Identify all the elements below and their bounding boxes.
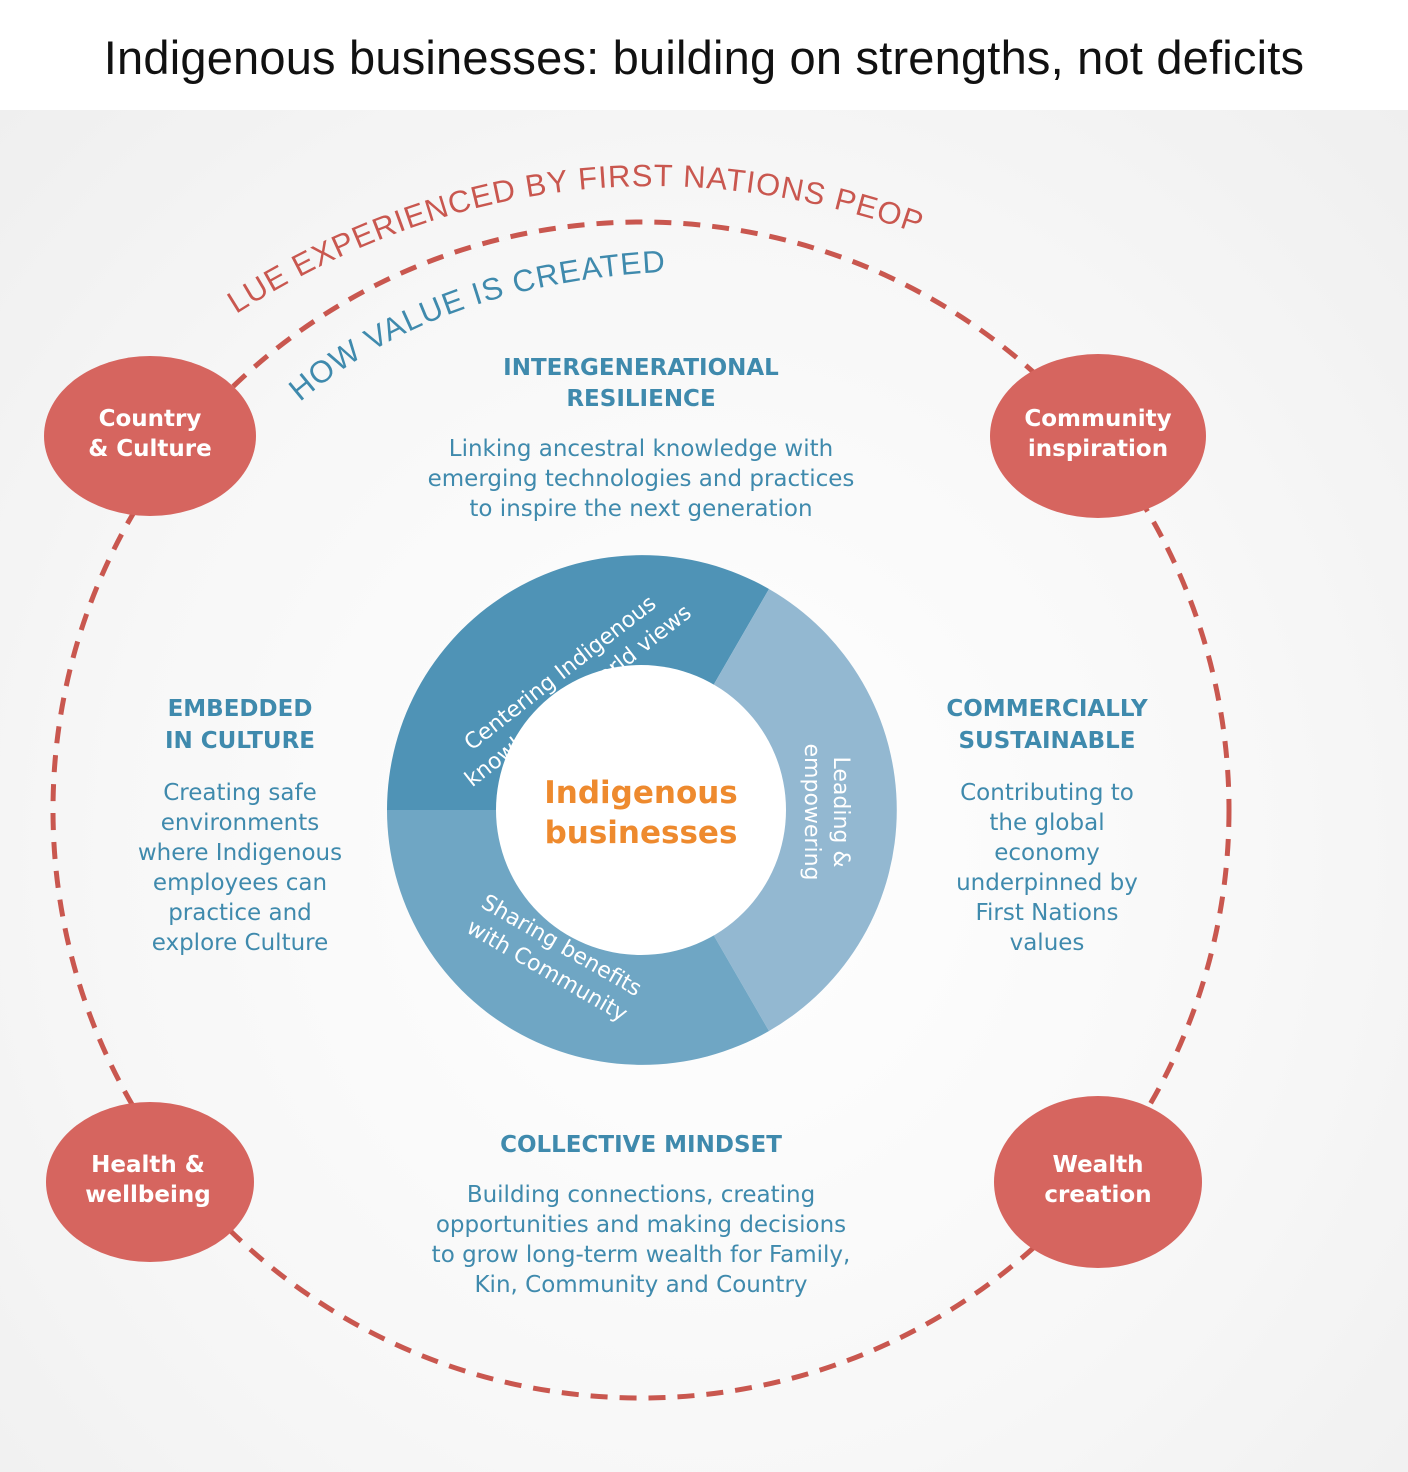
value-node-community-inspiration: Community inspiration bbox=[990, 354, 1206, 518]
section-body-line: underpinned by bbox=[956, 870, 1138, 896]
section-body-line: values bbox=[1010, 930, 1085, 956]
value-node-country-culture: Country & Culture bbox=[44, 356, 256, 516]
arc-label-outer: VALUE EXPERIENCED BY FIRST NATIONS PEOPL… bbox=[0, 0, 928, 320]
section-body-line: employees can bbox=[153, 870, 327, 896]
value-node-label: & Culture bbox=[88, 436, 212, 462]
section-body-line: Linking ancestral knowledge with bbox=[449, 436, 833, 462]
section-heading: SUSTAINABLE bbox=[958, 728, 1135, 754]
dashed-outer-circle bbox=[50, 219, 1232, 1401]
section-body-line: opportunities and making decisions bbox=[436, 1212, 846, 1238]
value-node-label: wellbeing bbox=[85, 1182, 210, 1208]
ring-label-line: empowering bbox=[799, 744, 824, 881]
center-label-line: Indigenous bbox=[544, 775, 738, 811]
section-body-line: Building connections, creating bbox=[467, 1182, 815, 1208]
section-collective-mindset: COLLECTIVE MINDSET Building connections,… bbox=[432, 1132, 851, 1298]
value-node-health-wellbeing: Health & wellbeing bbox=[46, 1102, 254, 1262]
section-body-line: Kin, Community and Country bbox=[474, 1272, 807, 1298]
value-node-label: Wealth bbox=[1053, 1152, 1144, 1178]
section-body-line: where Indigenous bbox=[138, 840, 342, 866]
value-node-label: Country bbox=[99, 406, 202, 432]
ring-label-line: Leading & bbox=[828, 756, 853, 867]
center-label: Indigenous businesses bbox=[544, 775, 738, 851]
section-body-line: to grow long-term wealth for Family, bbox=[432, 1242, 851, 1268]
section-heading: COMMERCIALLY bbox=[946, 696, 1148, 722]
donut-ring bbox=[387, 555, 897, 1065]
arc-label-inner: HOW VALUE IS CREATED bbox=[282, 244, 667, 408]
value-node-wealth-creation: Wealth creation bbox=[994, 1096, 1202, 1268]
section-commercially-sustainable: COMMERCIALLY SUSTAINABLE Contributing to… bbox=[946, 696, 1148, 956]
value-node-label: Community bbox=[1024, 406, 1171, 432]
section-body-line: First Nations bbox=[975, 900, 1118, 926]
section-body-line: the global bbox=[989, 810, 1104, 836]
section-body-line: to inspire the next generation bbox=[469, 496, 812, 522]
center-label-line: businesses bbox=[545, 815, 738, 851]
section-heading: IN CULTURE bbox=[165, 728, 315, 754]
section-intergenerational-resilience: INTERGENERATIONAL RESILIENCE Linking anc… bbox=[428, 355, 855, 522]
value-node-label: inspiration bbox=[1028, 436, 1168, 462]
section-body-line: economy bbox=[994, 840, 1100, 866]
section-body-line: practice and bbox=[168, 900, 312, 926]
ring-segment-leading bbox=[706, 589, 897, 1031]
section-body-line: explore Culture bbox=[152, 930, 329, 956]
section-body-line: Contributing to bbox=[960, 780, 1134, 806]
section-heading: EMBEDDED bbox=[168, 696, 313, 722]
section-heading: RESILIENCE bbox=[566, 386, 715, 412]
value-node-label: creation bbox=[1044, 1182, 1151, 1208]
page-title: Indigenous businesses: building on stren… bbox=[103, 31, 1305, 84]
section-heading: COLLECTIVE MINDSET bbox=[500, 1132, 782, 1158]
section-body-line: Creating safe bbox=[163, 780, 316, 806]
section-heading: INTERGENERATIONAL bbox=[503, 355, 779, 381]
section-body-line: environments bbox=[161, 810, 319, 836]
section-embedded-in-culture: EMBEDDED IN CULTURE Creating safe enviro… bbox=[138, 696, 342, 956]
section-body-line: emerging technologies and practices bbox=[428, 466, 855, 492]
ring-label-leading: Leading & empowering bbox=[799, 744, 853, 881]
value-node-label: Health & bbox=[91, 1152, 205, 1178]
